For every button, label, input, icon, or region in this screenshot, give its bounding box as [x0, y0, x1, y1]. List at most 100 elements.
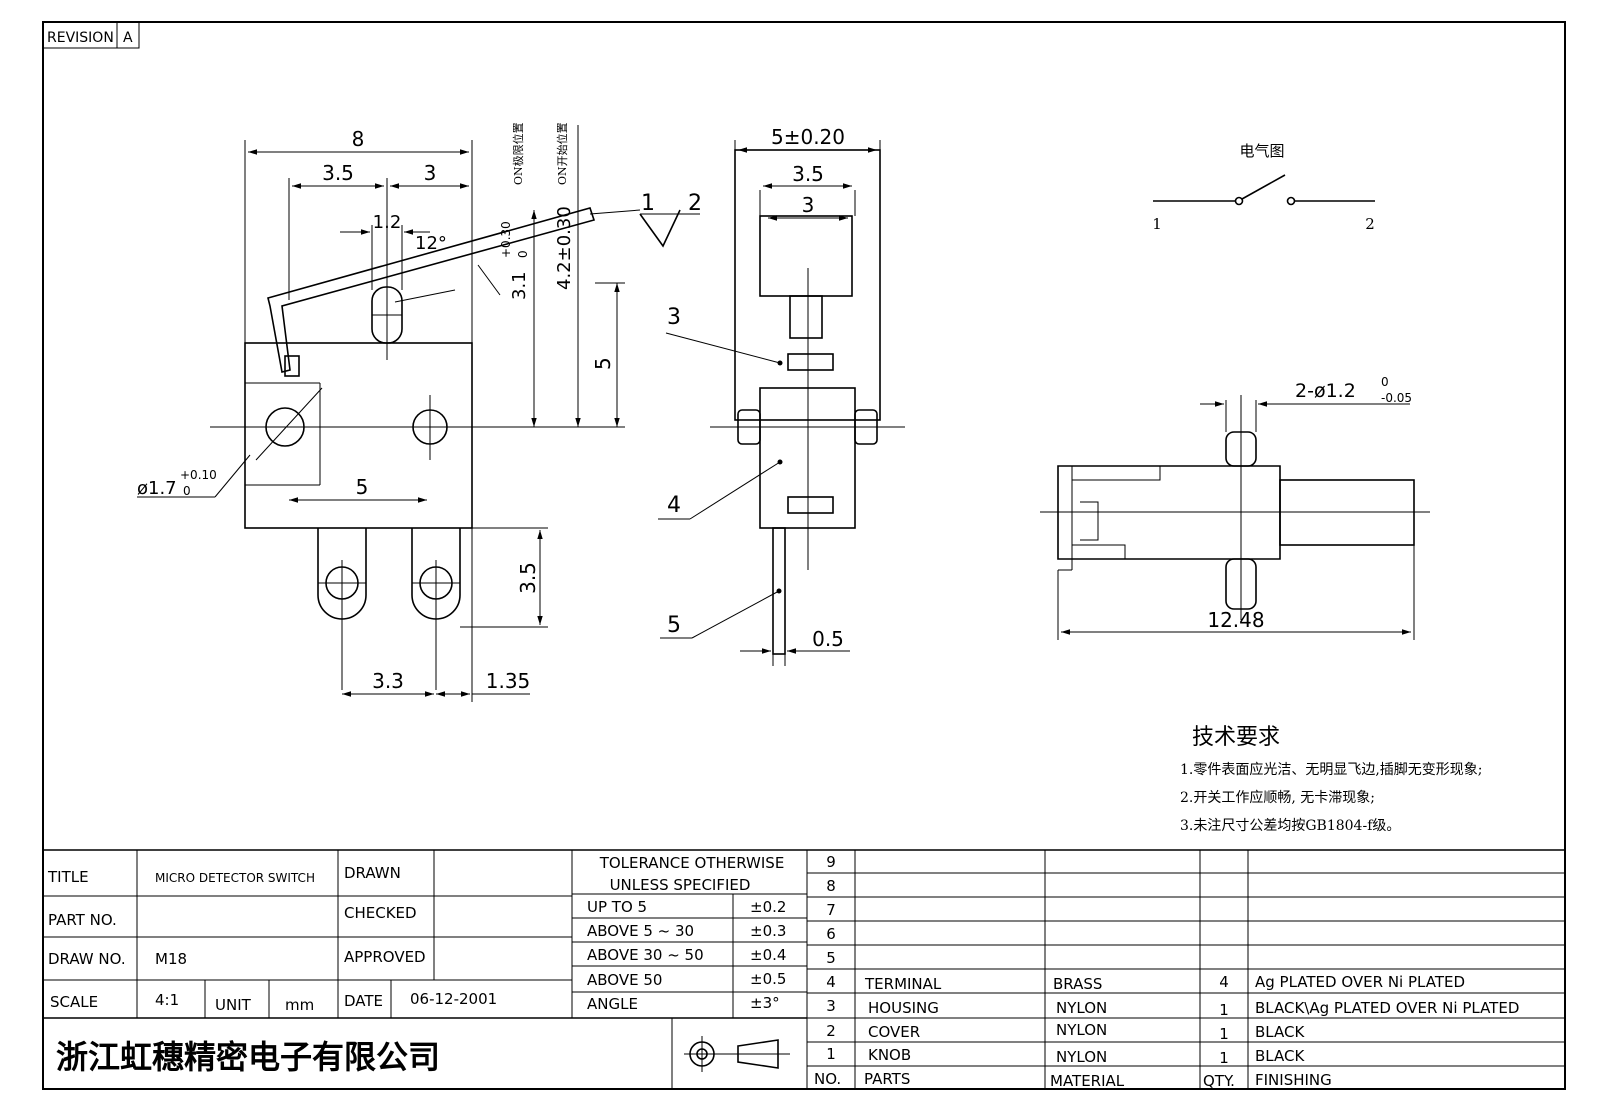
- dim-terminal-thickness: 0.5: [812, 627, 844, 651]
- scale-label: SCALE: [50, 993, 98, 1011]
- tolerance-header-1: TOLERANCE OTHERWISE: [599, 854, 785, 872]
- parts-name-3: HOUSING: [868, 999, 939, 1017]
- title-label: TITLE: [47, 868, 89, 886]
- circuit-title: 电气图: [1239, 142, 1284, 160]
- parts-material-2: NYLON: [1056, 1021, 1107, 1039]
- dim-hole-tol-upper: +0.10: [180, 468, 217, 482]
- parts-no-8: 8: [826, 877, 836, 895]
- side-view: 8 3.5 3 1.2 12° 3.1 +0.30 0 4.2±0.30 5 O…: [137, 122, 702, 702]
- dim-angle: 12°: [415, 233, 447, 254]
- dim-terminal-length: 3.5: [516, 562, 540, 594]
- dim-hole-tol-lower: 0: [183, 484, 191, 498]
- requirement-3: 3.未注尺寸公差均按GB1804-f级。: [1180, 818, 1400, 834]
- front-view: 5±0.20 3.5 3 0.5 3 4 5: [658, 125, 905, 666]
- dim-front-width: 5±0.20: [771, 125, 845, 149]
- parts-finishing-2: BLACK: [1255, 1023, 1305, 1041]
- position-mark-2: 2: [688, 191, 702, 216]
- dim-overall-width: 8: [352, 127, 365, 151]
- circuit-diagram: 电气图 1 2: [1152, 142, 1375, 233]
- parts-name-1: KNOB: [868, 1046, 911, 1064]
- projection-symbol: [671, 1018, 790, 1089]
- dim-terminal-edge: 1.35: [486, 669, 531, 693]
- company-name: 浙江虹穗精密电子有限公司: [56, 1038, 440, 1076]
- unit-label: UNIT: [215, 996, 252, 1014]
- requirement-2: 2.开关工作应顺畅, 无卡滞现象;: [1180, 789, 1375, 806]
- drawn-label: DRAWN: [344, 864, 401, 882]
- dim-pin-dia: 2-ø1.2: [1295, 380, 1356, 402]
- drawing-frame: [42, 21, 1566, 1090]
- draw-no-value: M18: [155, 950, 187, 968]
- position-mark-1: 1: [641, 191, 655, 216]
- parts-no-7: 7: [826, 901, 836, 919]
- balloon-5: 5: [667, 613, 681, 638]
- parts-finishing-4: Ag PLATED OVER Ni PLATED: [1255, 973, 1465, 991]
- parts-qty-1: 1: [1219, 1049, 1229, 1067]
- parts-name-4: TERMINAL: [864, 975, 942, 993]
- dim-hole-pitch: 5: [356, 475, 369, 499]
- terminal-left: [317, 528, 367, 690]
- dim-lever-tol-lower: 0: [516, 250, 530, 258]
- tolerance-value-4: ±0.5: [750, 970, 786, 988]
- parts-header-no: NO.: [814, 1070, 841, 1088]
- dim-lever-width: 3: [802, 193, 815, 217]
- parts-no-2: 2: [826, 1022, 836, 1040]
- dim-body-height: 5: [591, 357, 615, 370]
- tolerance-value-3: ±0.4: [750, 946, 786, 964]
- parts-header-qty: QTY.: [1203, 1072, 1235, 1090]
- parts-no-1: 1: [826, 1045, 836, 1063]
- draw-no-label: DRAW NO.: [48, 950, 126, 968]
- date-label: DATE: [344, 992, 383, 1010]
- unit-value: mm: [285, 996, 314, 1014]
- note-on-limit: ON极限位置: [511, 122, 525, 185]
- parts-header-finishing: FINISHING: [1255, 1071, 1332, 1089]
- date-value: 06-12-2001: [410, 990, 497, 1008]
- tolerance-range-2: ABOVE 5 ~ 30: [587, 922, 694, 940]
- parts-header-material: MATERIAL: [1050, 1072, 1125, 1090]
- tolerance-range-5: ANGLE: [587, 995, 638, 1013]
- tolerance-range-1: UP TO 5: [587, 898, 647, 916]
- parts-qty-4: 4: [1219, 973, 1229, 991]
- approved-label: APPROVED: [344, 948, 426, 966]
- note-on-start: ON开始位置: [555, 122, 569, 185]
- dim-overall-length: 12.48: [1207, 608, 1264, 632]
- parts-no-3: 3: [826, 997, 836, 1015]
- dim-terminal-offset: 3.3: [372, 669, 404, 693]
- tolerance-header-2: UNLESS SPECIFIED: [610, 876, 751, 894]
- actuator-lever: [267, 207, 596, 373]
- parts-finishing-3: BLACK\Ag PLATED OVER Ni PLATED: [1255, 999, 1519, 1017]
- circuit-pin-2: 2: [1365, 215, 1375, 233]
- revision-value: A: [123, 30, 133, 46]
- tolerance-range-3: ABOVE 30 ~ 50: [587, 946, 704, 964]
- tolerance-range-4: ABOVE 50: [587, 971, 662, 989]
- parts-no-4: 4: [826, 973, 836, 991]
- circuit-pin-1: 1: [1152, 215, 1162, 233]
- parts-name-2: COVER: [868, 1023, 920, 1041]
- checked-label: CHECKED: [344, 904, 417, 922]
- switch-body: [244, 342, 473, 529]
- parts-material-1: NYLON: [1056, 1048, 1107, 1066]
- title-value: MICRO DETECTOR SWITCH: [155, 871, 315, 885]
- title-block: TITLE MICRO DETECTOR SWITCH PART NO. DRA…: [43, 849, 1565, 1090]
- tolerance-value-1: ±0.2: [750, 898, 786, 916]
- part-no-label: PART NO.: [48, 911, 117, 929]
- scale-value: 4:1: [155, 991, 179, 1009]
- parts-finishing-1: BLACK: [1255, 1047, 1305, 1065]
- dim-roller-width: 1.2: [373, 212, 402, 233]
- parts-header-part: PARTS: [864, 1070, 910, 1088]
- parts-no-6: 6: [826, 925, 836, 943]
- parts-no-9: 9: [826, 853, 836, 871]
- revision-box: REVISION A: [42, 21, 140, 49]
- parts-qty-3: 1: [1219, 1001, 1229, 1019]
- dim-inner-width: 3.5: [792, 162, 824, 186]
- terminal-pin: [772, 527, 786, 655]
- requirement-1: 1.零件表面应光洁、无明显飞边,插脚无变形现象;: [1180, 761, 1483, 778]
- dim-on-height: 4.2±0.30: [554, 206, 575, 290]
- tolerance-value-5: ±3°: [750, 994, 780, 1012]
- balloon-3: 3: [667, 305, 681, 330]
- dim-hole-dia: ø1.7: [137, 478, 177, 499]
- dim-right-part: 3: [424, 161, 437, 185]
- revision-label: REVISION: [47, 30, 114, 46]
- balloon-4: 4: [667, 493, 681, 518]
- parts-no-5: 5: [826, 949, 836, 967]
